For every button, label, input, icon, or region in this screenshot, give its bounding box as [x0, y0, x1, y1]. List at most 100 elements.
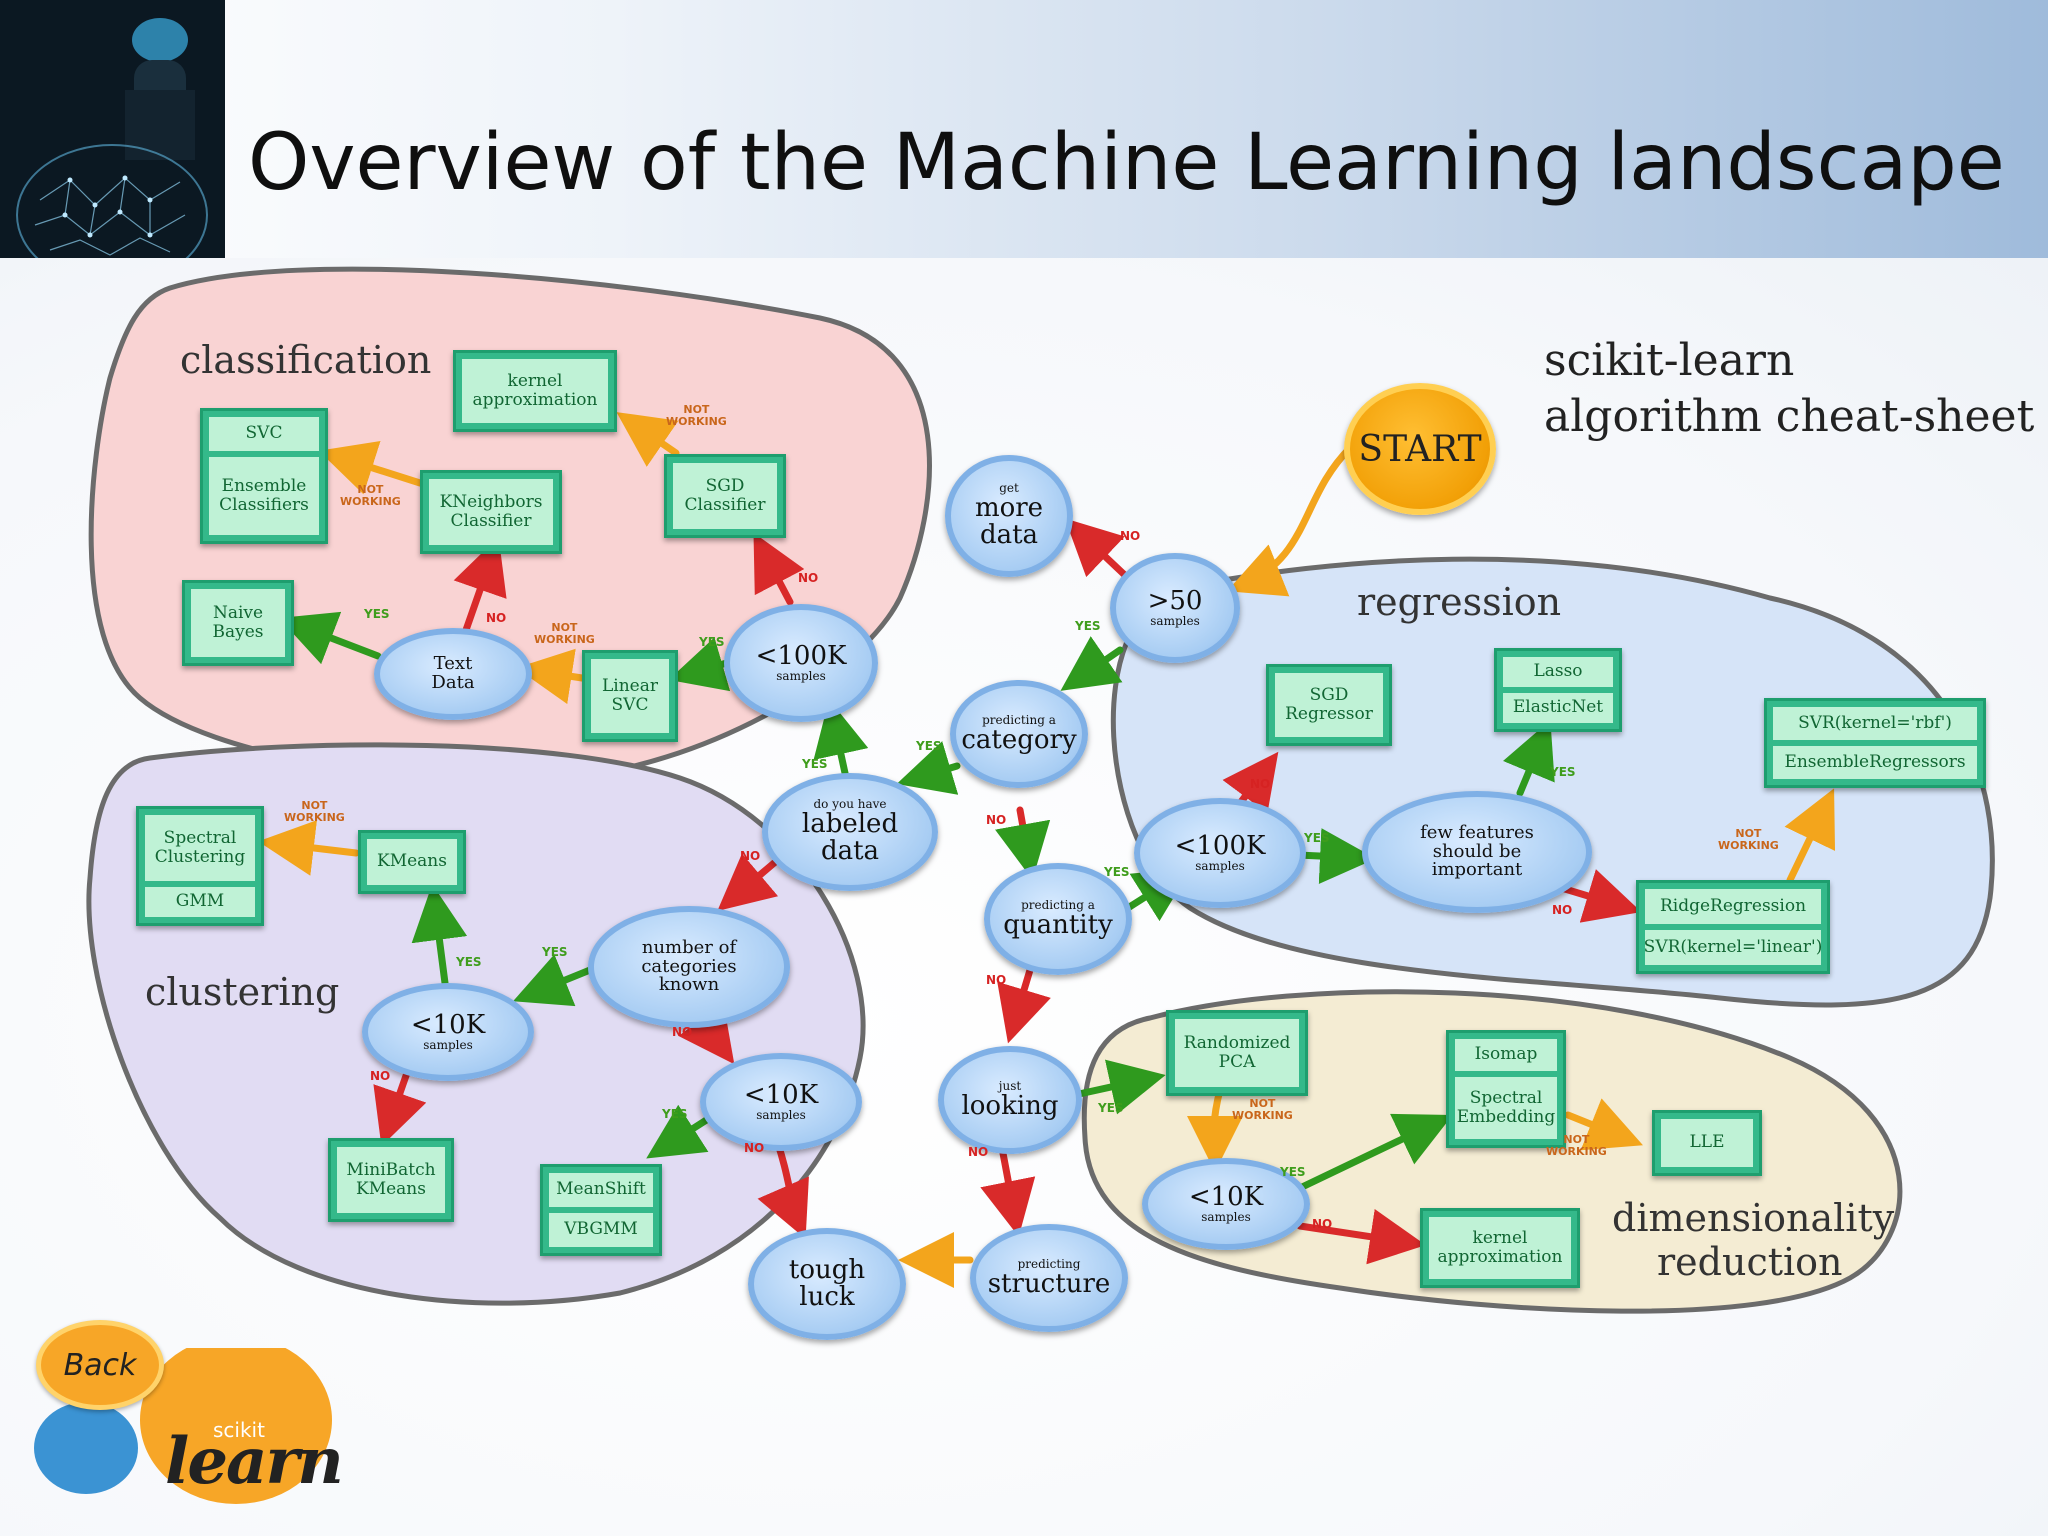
arrow-category-to-quantity [995, 806, 1051, 880]
classification-label: classification [180, 338, 432, 382]
randomized-pca-box[interactable]: Randomized PCA [1166, 1010, 1308, 1096]
oval-line1: labeled [801, 809, 899, 839]
estimator-label: MiniBatch KMeans [337, 1147, 445, 1213]
oval-line2: data [979, 520, 1039, 551]
kernel-approximation-classification-box[interactable]: kernel approximation [453, 350, 617, 432]
arrow-gt50-to-category [1060, 636, 1124, 691]
label-no-quantity: NO [986, 813, 1007, 827]
arrow-labeled-to-numcat [717, 853, 784, 912]
naive-bayes-box[interactable]: Naive Bayes [182, 580, 294, 666]
classification-100k-samples-node[interactable]: <100K samples [724, 604, 878, 722]
arrow-textdata-to-kneighbors [453, 536, 507, 634]
estimator-label: EnsembleRegressors [1773, 746, 1977, 779]
text-data-node[interactable]: Text Data [374, 628, 532, 720]
minibatch-kmeans-box[interactable]: MiniBatch KMeans [328, 1138, 454, 1222]
oval-big-text: <100K [1174, 831, 1266, 862]
linear-svc-box[interactable]: Linear SVC [582, 650, 678, 742]
oval-small-text: samples [1195, 859, 1245, 874]
arrow-class100k-to-sgd [753, 532, 805, 606]
predicting-structure-node[interactable]: predicting structure [970, 1224, 1128, 1332]
kmeans-box[interactable]: KMeans [358, 830, 466, 894]
svc-ensemble-box[interactable]: SVC Ensemble Classifiers [200, 408, 328, 544]
regression-label: regression [1357, 580, 1562, 624]
dimensionality-10k-node[interactable]: <10K samples [1142, 1158, 1310, 1250]
clustering-10k-right-node[interactable]: <10K samples [700, 1053, 862, 1151]
estimator-label: LLE [1661, 1119, 1753, 1167]
kneighbors-classifier-box[interactable]: KNeighbors Classifier [420, 470, 562, 554]
regression-100k-samples-node[interactable]: <100K samples [1134, 798, 1306, 908]
tag-working: WORKING [340, 494, 401, 508]
predicting-category-node[interactable]: predicting a category [950, 680, 1088, 788]
arrow-kmeans-to-spectral [258, 820, 360, 876]
cheat-sheet-title: scikit-learn algorithm cheat-sheet [1544, 333, 2034, 446]
oval-line3: known [658, 974, 720, 996]
scikit-learn-logo [34, 1348, 332, 1504]
svr-rbf-ensemble-regressors-box[interactable]: SVR(kernel='rbf') EnsembleRegressors [1764, 698, 1986, 788]
oval-small-text: samples [756, 1108, 806, 1123]
tag-not: NOT [551, 621, 578, 634]
estimator-label: Ensemble Classifiers [209, 457, 319, 535]
lasso-elasticnet-box[interactable]: Lasso ElasticNet [1494, 648, 1622, 732]
arrow-textdata-to-naivebayes [278, 611, 382, 665]
clustering-10k-left-node[interactable]: <10K samples [362, 983, 534, 1081]
label-yes-class100k: YES [802, 757, 828, 771]
label-yes-fewfeatures: YES [1304, 831, 1330, 845]
tag-not: NOT [301, 799, 328, 812]
oval-line2: categories [641, 955, 737, 977]
number-of-categories-node[interactable]: number of categories known [588, 906, 790, 1028]
label-yes-labeled: YES [916, 739, 942, 753]
label-yes-linearsvc: YES [699, 635, 725, 649]
arrow-fewfeatures-to-lasso [1503, 720, 1555, 797]
oval-big-text: category [961, 724, 1077, 755]
estimator-label: Naive Bayes [191, 589, 285, 657]
oval-small-text: samples [423, 1038, 473, 1053]
oval-line1: more [974, 493, 1044, 523]
start-node[interactable]: START [1344, 383, 1496, 515]
estimator-label: VBGMM [549, 1213, 653, 1247]
arrow-class100k-to-linearsvc [668, 637, 734, 692]
sgd-regressor-box[interactable]: SGD Regressor [1266, 664, 1392, 746]
kernel-approximation-dimensionality-box[interactable]: kernel approximation [1420, 1208, 1580, 1288]
cheat-sheet-diagram: classification regression clustering dim… [0, 258, 2048, 1536]
meanshift-vbgmm-box[interactable]: MeanShift VBGMM [540, 1164, 662, 1256]
tag-not: NOT [357, 483, 384, 496]
label-no-ridge: NO [1552, 903, 1573, 917]
estimator-label: Linear SVC [591, 659, 669, 733]
predicting-quantity-node[interactable]: predicting a quantity [984, 863, 1132, 975]
label-no-looking: NO [986, 973, 1007, 987]
label-no-structure: NO [968, 1145, 989, 1159]
oval-small-text: samples [1201, 1210, 1251, 1225]
tag-working: WORKING [534, 632, 595, 646]
samples-gt50-node[interactable]: >50 samples [1110, 553, 1240, 663]
back-button[interactable]: Back [36, 1320, 164, 1410]
oval-line1: Text [433, 653, 473, 675]
sgd-classifier-box[interactable]: SGD Classifier [664, 454, 786, 538]
tag-not: NOT [1735, 827, 1762, 840]
estimator-label: Randomized PCA [1175, 1019, 1299, 1087]
oval-line2: luck [799, 1282, 855, 1312]
estimator-label: kernel approximation [462, 359, 608, 423]
labeled-data-node[interactable]: do you have labeled data [762, 773, 938, 891]
isomap-spectral-embedding-box[interactable]: Isomap Spectral Embedding [1446, 1030, 1566, 1148]
estimator-label: Spectral Embedding [1455, 1077, 1557, 1139]
arrow-labeled-to-class100k [813, 699, 869, 777]
logo-scikit-text: scikit [213, 1418, 265, 1442]
get-more-data-node[interactable]: get more data [945, 455, 1073, 577]
oval-small-text: predicting a [1021, 898, 1095, 913]
just-looking-node[interactable]: just looking [938, 1046, 1082, 1154]
arrow-kneighbors-to-svc [318, 441, 424, 495]
estimator-label: SVR(kernel='rbf') [1773, 707, 1977, 740]
estimator-label: Isomap [1455, 1039, 1557, 1071]
estimator-label: SGD Classifier [673, 463, 777, 529]
label-yes-meanshift: YES [662, 1107, 688, 1121]
few-features-node[interactable]: few features should be important [1362, 791, 1592, 913]
tough-luck-node[interactable]: tough luck [748, 1228, 906, 1340]
arrow-dim10k-to-isomap [1296, 1113, 1453, 1192]
spectral-clustering-gmm-box[interactable]: Spectral Clustering GMM [136, 806, 264, 926]
lle-box[interactable]: LLE [1652, 1110, 1762, 1176]
ridge-svr-linear-box[interactable]: RidgeRegression SVR(kernel='linear') [1636, 880, 1830, 974]
label-yes-pca: YES [1098, 1101, 1124, 1115]
